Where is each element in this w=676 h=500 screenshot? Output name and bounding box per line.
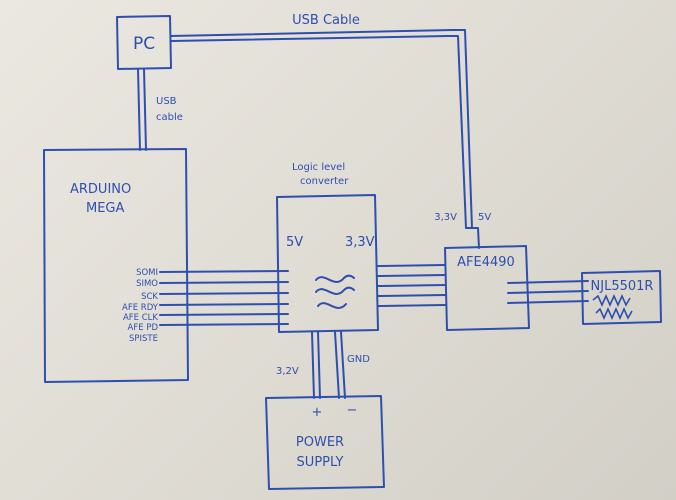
power-plus-label: +	[312, 405, 323, 420]
logic-converter-title-1: Logic level	[292, 162, 345, 173]
logic-converter-low-side-label: 5V	[286, 235, 303, 250]
afe-to-sensor-wires	[507, 280, 589, 304]
spi-bus-converter-to-afe	[377, 264, 446, 307]
arduino-label-1: ARDUINO	[70, 182, 131, 197]
sensor-scribble-icon	[592, 294, 633, 320]
usb-cable-left-inner	[143, 68, 147, 151]
afe4490-box	[444, 245, 530, 331]
pin-simo-label: SIMO	[136, 279, 158, 289]
usb-cable-left-label-1: USB	[156, 96, 177, 107]
usb-cable-top-inner	[170, 35, 467, 229]
converter-wave-symbol	[315, 274, 355, 309]
sensor-label: NJL5501R	[591, 279, 654, 294]
pc-label: PC	[133, 34, 155, 54]
power-supply-label-1: POWER	[296, 435, 344, 450]
power-wire-ground-inner	[340, 331, 346, 399]
pin-somi-label: SOMI	[136, 268, 158, 278]
logic-level-converter-box	[276, 194, 379, 333]
spi-bus-arduino-to-converter	[159, 270, 289, 326]
supply-voltage-label: 3,2V	[276, 366, 299, 377]
njl5501r-sensor-box	[581, 270, 662, 325]
pin-afe-clk-label: AFE CLK	[123, 313, 158, 323]
power-wire-positive-inner	[317, 331, 321, 399]
power-wire-ground	[334, 331, 340, 399]
usb-cable-left-label-2: cable	[156, 112, 183, 123]
pin-spiste-label: SPISTE	[129, 334, 158, 344]
usb-cable-left	[137, 68, 141, 151]
logic-converter-high-side-label: 3,3V	[345, 235, 375, 250]
arduino-pin-labels: SOMI SIMO SCK AFE RDY AFE CLK AFE PD SPI…	[122, 268, 159, 344]
power-supply-box	[265, 395, 385, 490]
usb-cable-top	[170, 29, 473, 229]
ground-label: GND	[347, 354, 370, 365]
afe-supply-5v-label: 5V	[478, 212, 491, 223]
afe4490-label: AFE4490	[457, 255, 515, 270]
usb-cable-top-label: USB Cable	[292, 13, 360, 28]
power-minus-label: −	[347, 403, 358, 418]
pin-afe-pd-label: AFE PD	[128, 323, 159, 333]
power-supply-label-2: SUPPLY	[297, 455, 344, 470]
pin-sck-label: SCK	[141, 292, 158, 302]
arduino-mega-box	[43, 148, 189, 383]
pc-box	[116, 15, 172, 70]
pin-afe-rdy-label: AFE RDY	[122, 303, 159, 313]
logic-converter-title-2: converter	[300, 176, 349, 187]
afe-supply-3v3-label: 3,3V	[434, 212, 457, 223]
arduino-label-2: MEGA	[86, 201, 125, 216]
power-wire-positive	[311, 331, 315, 399]
afe4490-pin-stub	[465, 227, 480, 249]
